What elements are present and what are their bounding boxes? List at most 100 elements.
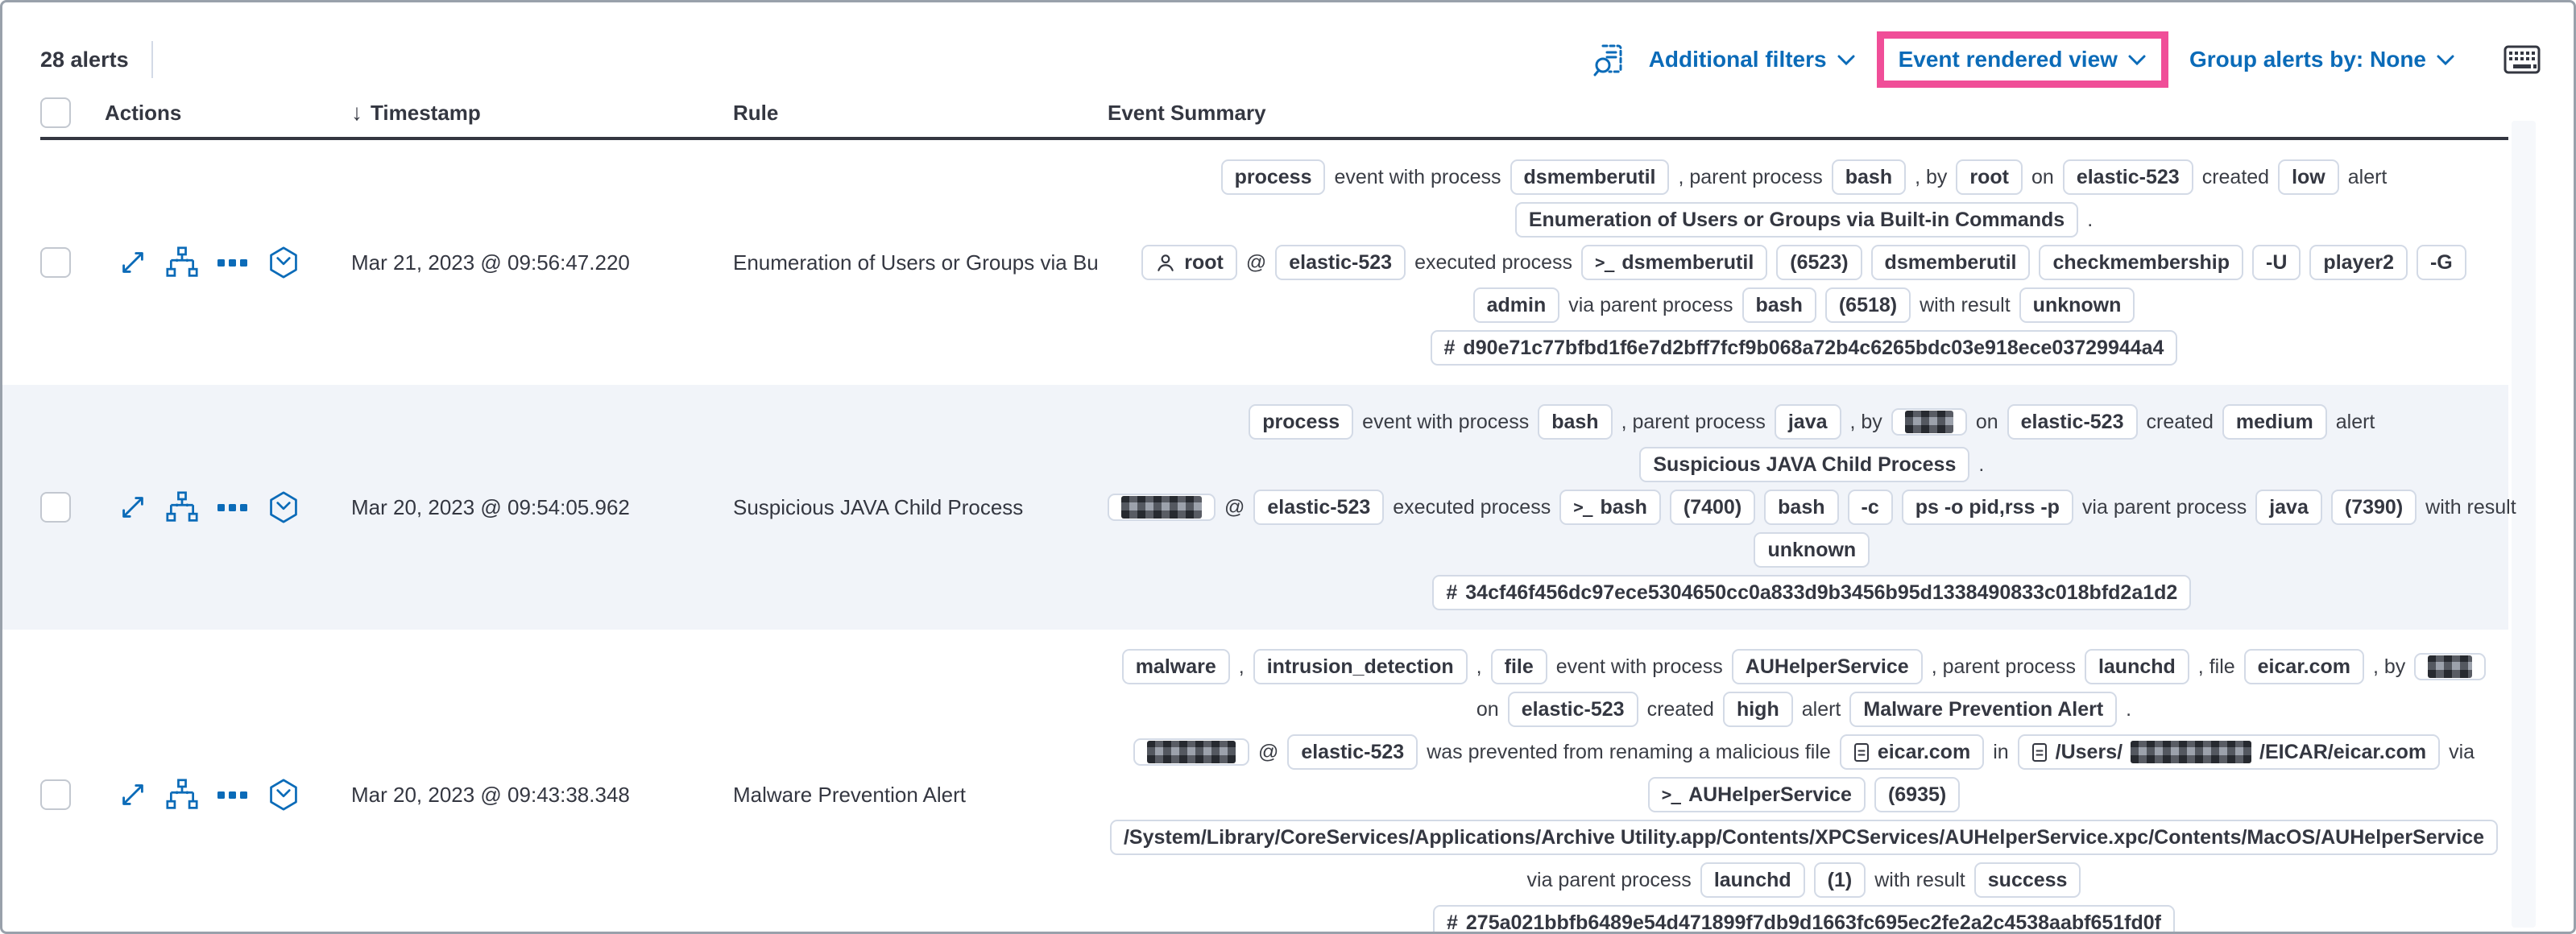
summary-badge[interactable]: -U (2252, 245, 2301, 280)
keyboard-shortcuts-icon[interactable] (2504, 45, 2541, 74)
summary-badge[interactable]: AUHelperService (1731, 649, 1923, 684)
summary-badge[interactable]: /Users//EICAR/eicar.com (2017, 734, 2441, 770)
summary-badge[interactable]: success (1973, 862, 2081, 898)
expand-alert-icon[interactable] (118, 492, 148, 523)
summary-badge[interactable]: dsmemberutil (1870, 245, 2031, 280)
summary-badge[interactable]: player2 (2309, 245, 2408, 280)
summary-text: , (1238, 655, 1245, 678)
summary-badge[interactable]: (6523) (1776, 245, 1862, 280)
summary-badge[interactable]: (7400) (1669, 490, 1756, 525)
summary-badge[interactable]: elastic-523 (2062, 159, 2193, 195)
summary-badge[interactable]: #34cf46f456dc97ece5304650cc0a833d9b3456b… (1432, 575, 2192, 610)
more-actions-icon[interactable] (216, 779, 250, 811)
analyze-event-icon[interactable] (166, 491, 198, 523)
summary-badge[interactable]: (6518) (1824, 287, 1911, 323)
terminal-icon: >_ (1573, 498, 1592, 517)
open-session-view-icon[interactable] (267, 779, 300, 811)
summary-badge[interactable]: Suspicious JAVA Child Process (1639, 447, 1970, 482)
summary-badge[interactable]: eicar.com (2243, 649, 2365, 684)
group-alerts-button[interactable]: Group alerts by: None (2189, 47, 2455, 72)
summary-text: in (1993, 740, 2009, 763)
summary-badge[interactable] (1133, 738, 1249, 766)
summary-badge[interactable]: elastic-523 (1275, 245, 1406, 280)
sort-descending-icon: ↓ (351, 100, 362, 125)
summary-badge[interactable]: admin (1472, 287, 1560, 323)
summary-badge[interactable] (1891, 408, 1967, 436)
view-selector-button[interactable]: Event rendered view (1899, 47, 2147, 72)
summary-badge[interactable]: ps -o pid,rss -p (1901, 490, 2073, 525)
summary-badge[interactable]: >_bash (1559, 490, 1661, 525)
summary-badge[interactable] (2414, 653, 2487, 680)
summary-badge[interactable]: bash (1538, 404, 1613, 440)
summary-badge[interactable]: (7390) (2330, 490, 2417, 525)
summary-badge[interactable]: high (1722, 692, 1793, 727)
summary-badge[interactable]: dsmemberutil (1510, 159, 1670, 195)
row-checkbox[interactable] (40, 247, 71, 278)
more-actions-icon[interactable] (216, 491, 250, 523)
summary-badge[interactable]: #275a021bbfb6489e54d471899f7db9d1663fc69… (1432, 905, 2175, 934)
summary-badge[interactable]: unknown (2019, 287, 2135, 323)
header-timestamp[interactable]: ↓Timestamp (351, 100, 481, 125)
summary-badge[interactable]: unknown (1754, 532, 1870, 568)
alert-row: Mar 21, 2023 @ 09:56:47.220 Enumeration … (0, 140, 2508, 385)
summary-badge[interactable]: elastic-523 (1287, 734, 1418, 770)
summary-badge[interactable]: process (1220, 159, 1326, 195)
inspect-icon[interactable] (1592, 42, 1628, 77)
additional-filters-button[interactable]: Additional filters (1649, 47, 1856, 72)
header-rule[interactable]: Rule (733, 100, 779, 125)
summary-badge[interactable]: bash (1741, 287, 1816, 323)
summary-badge[interactable]: (6935) (1874, 777, 1961, 812)
open-session-view-icon[interactable] (267, 246, 300, 279)
summary-badge[interactable]: root (1141, 245, 1237, 280)
alert-row: Mar 20, 2023 @ 09:43:38.348 Malware Prev… (0, 630, 2508, 934)
summary-badge[interactable]: elastic-523 (1253, 490, 1385, 525)
summary-badge[interactable]: bash (1764, 490, 1839, 525)
summary-badge[interactable]: eicar.com (1839, 734, 1985, 770)
row-checkbox[interactable] (40, 779, 71, 810)
summary-badge[interactable]: #d90e71c77bfbd1f6e7d2bff7fcf9b068a72b4c6… (1430, 330, 2178, 366)
row-checkbox[interactable] (40, 492, 71, 523)
analyze-event-icon[interactable] (166, 246, 198, 279)
summary-badge[interactable]: Malware Prevention Alert (1849, 692, 2118, 727)
summary-badge[interactable]: >_dsmemberutil (1581, 245, 1768, 280)
summary-badge[interactable]: /System/Library/CoreServices/Application… (1109, 820, 2499, 855)
alert-rule-link[interactable]: Malware Prevention Alert (733, 782, 967, 807)
summary-badge[interactable]: low (2278, 159, 2339, 195)
summary-badge[interactable]: file (1490, 649, 1547, 684)
more-actions-icon[interactable] (216, 246, 250, 279)
summary-badge[interactable]: -c (1847, 490, 1893, 525)
summary-badge[interactable]: checkmembership (2039, 245, 2244, 280)
vertical-scrollbar[interactable] (2512, 121, 2536, 928)
summary-badge[interactable] (1108, 494, 1216, 521)
summary-badge[interactable]: process (1249, 404, 1354, 440)
alert-rule-link[interactable]: Suspicious JAVA Child Process (733, 494, 1024, 519)
summary-badge[interactable]: java (1774, 404, 1841, 440)
summary-line: #34cf46f456dc97ece5304650cc0a833d9b3456b… (1432, 575, 2192, 610)
summary-badge[interactable]: root (1956, 159, 2023, 195)
summary-badge[interactable]: -G (2416, 245, 2466, 280)
summary-badge[interactable]: malware (1121, 649, 1230, 684)
analyze-event-icon[interactable] (166, 779, 198, 811)
summary-badge[interactable]: >_AUHelperService (1647, 777, 1866, 812)
expand-alert-icon[interactable] (118, 247, 148, 278)
hash-icon: # (1446, 581, 1458, 604)
summary-badge[interactable]: elastic-523 (1507, 692, 1638, 727)
summary-badge[interactable]: bash (1831, 159, 1907, 195)
alert-rule-link[interactable]: Enumeration of Users or Groups via Bui (733, 250, 1100, 275)
summary-badge[interactable]: launchd (1700, 862, 1805, 898)
summary-badge[interactable]: intrusion_detection (1253, 649, 1468, 684)
hash-icon: # (1446, 911, 1458, 934)
view-selector-label: Event rendered view (1898, 47, 2118, 72)
terminal-icon: >_ (1595, 253, 1614, 272)
summary-badge[interactable]: (1) (1813, 862, 1866, 898)
summary-badge[interactable]: Enumeration of Users or Groups via Built… (1514, 202, 2079, 238)
summary-badge[interactable]: elastic-523 (2007, 404, 2138, 440)
select-all-checkbox[interactable] (40, 97, 71, 128)
open-session-view-icon[interactable] (267, 491, 300, 523)
summary-badge[interactable]: medium (2222, 404, 2327, 440)
summary-badge[interactable]: launchd (2084, 649, 2189, 684)
expand-alert-icon[interactable] (118, 779, 148, 810)
summary-badge[interactable]: java (2255, 490, 2322, 525)
summary-text: event with process (1334, 165, 1501, 188)
